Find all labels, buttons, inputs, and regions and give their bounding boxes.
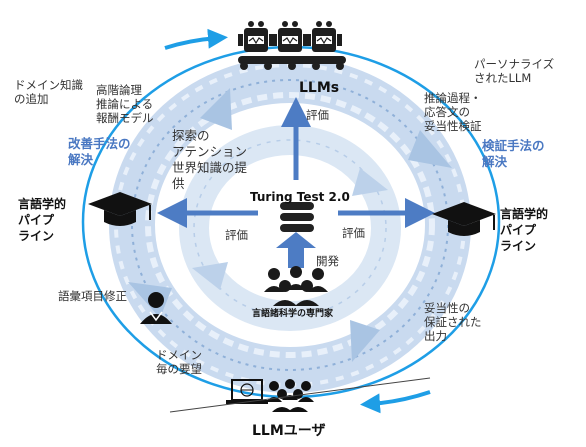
graduation-cap-right-icon [432, 202, 496, 236]
domain-knowledge-label: ドメイン知識 の追加 [14, 78, 83, 106]
database-icon [280, 202, 314, 232]
robots-icon [238, 21, 346, 70]
eval-left-label: 評価 [225, 228, 248, 242]
personalized-llm-label: パーソナライズ されたLLM [474, 57, 555, 85]
domain-needs-label: ドメイン 毎の要望 [156, 348, 202, 376]
reward-model-label: 高階論理 推論による 報酬モデル [96, 83, 154, 125]
attention-label: 探索の アテンション 世界知識の提 供 [172, 128, 248, 191]
eval-top-label: 評価 [306, 108, 329, 122]
llm-users-label: LLMユーザ [252, 423, 326, 439]
eval-right-label: 評価 [342, 226, 365, 240]
cycle-arrow-bottom-right [360, 390, 431, 414]
pipeline-left-label: 言語学的 パイプ ライン [18, 197, 67, 243]
validation-label: 検証手法の 解決 [482, 138, 545, 169]
improvement-label: 改善手法の 解決 [68, 136, 131, 167]
vocab-fix-label: 語彙項目修正 [58, 289, 127, 303]
pipeline-right-label: 言語学的 パイプ ライン [500, 207, 549, 253]
develop-label: 開発 [316, 254, 339, 268]
divider-line [169, 377, 431, 413]
doctor-icon [140, 292, 172, 324]
experts-label: 言語諸科学の専門家 [252, 309, 334, 319]
graduation-cap-left-icon [88, 192, 152, 226]
cycle-arrow-top-left [164, 28, 228, 50]
turing-test-label: Turing Test 2.0 [250, 190, 350, 204]
develop-arrow [276, 232, 316, 268]
verification-label: 推論過程・ 応答文の 妥当性検証 [424, 91, 482, 133]
llms-label: LLMs [299, 80, 340, 96]
experts-icon [264, 266, 328, 306]
validity-output-label: 妥当性の 保証された 出力 [424, 301, 482, 343]
inner-arrow-ring [179, 125, 401, 331]
